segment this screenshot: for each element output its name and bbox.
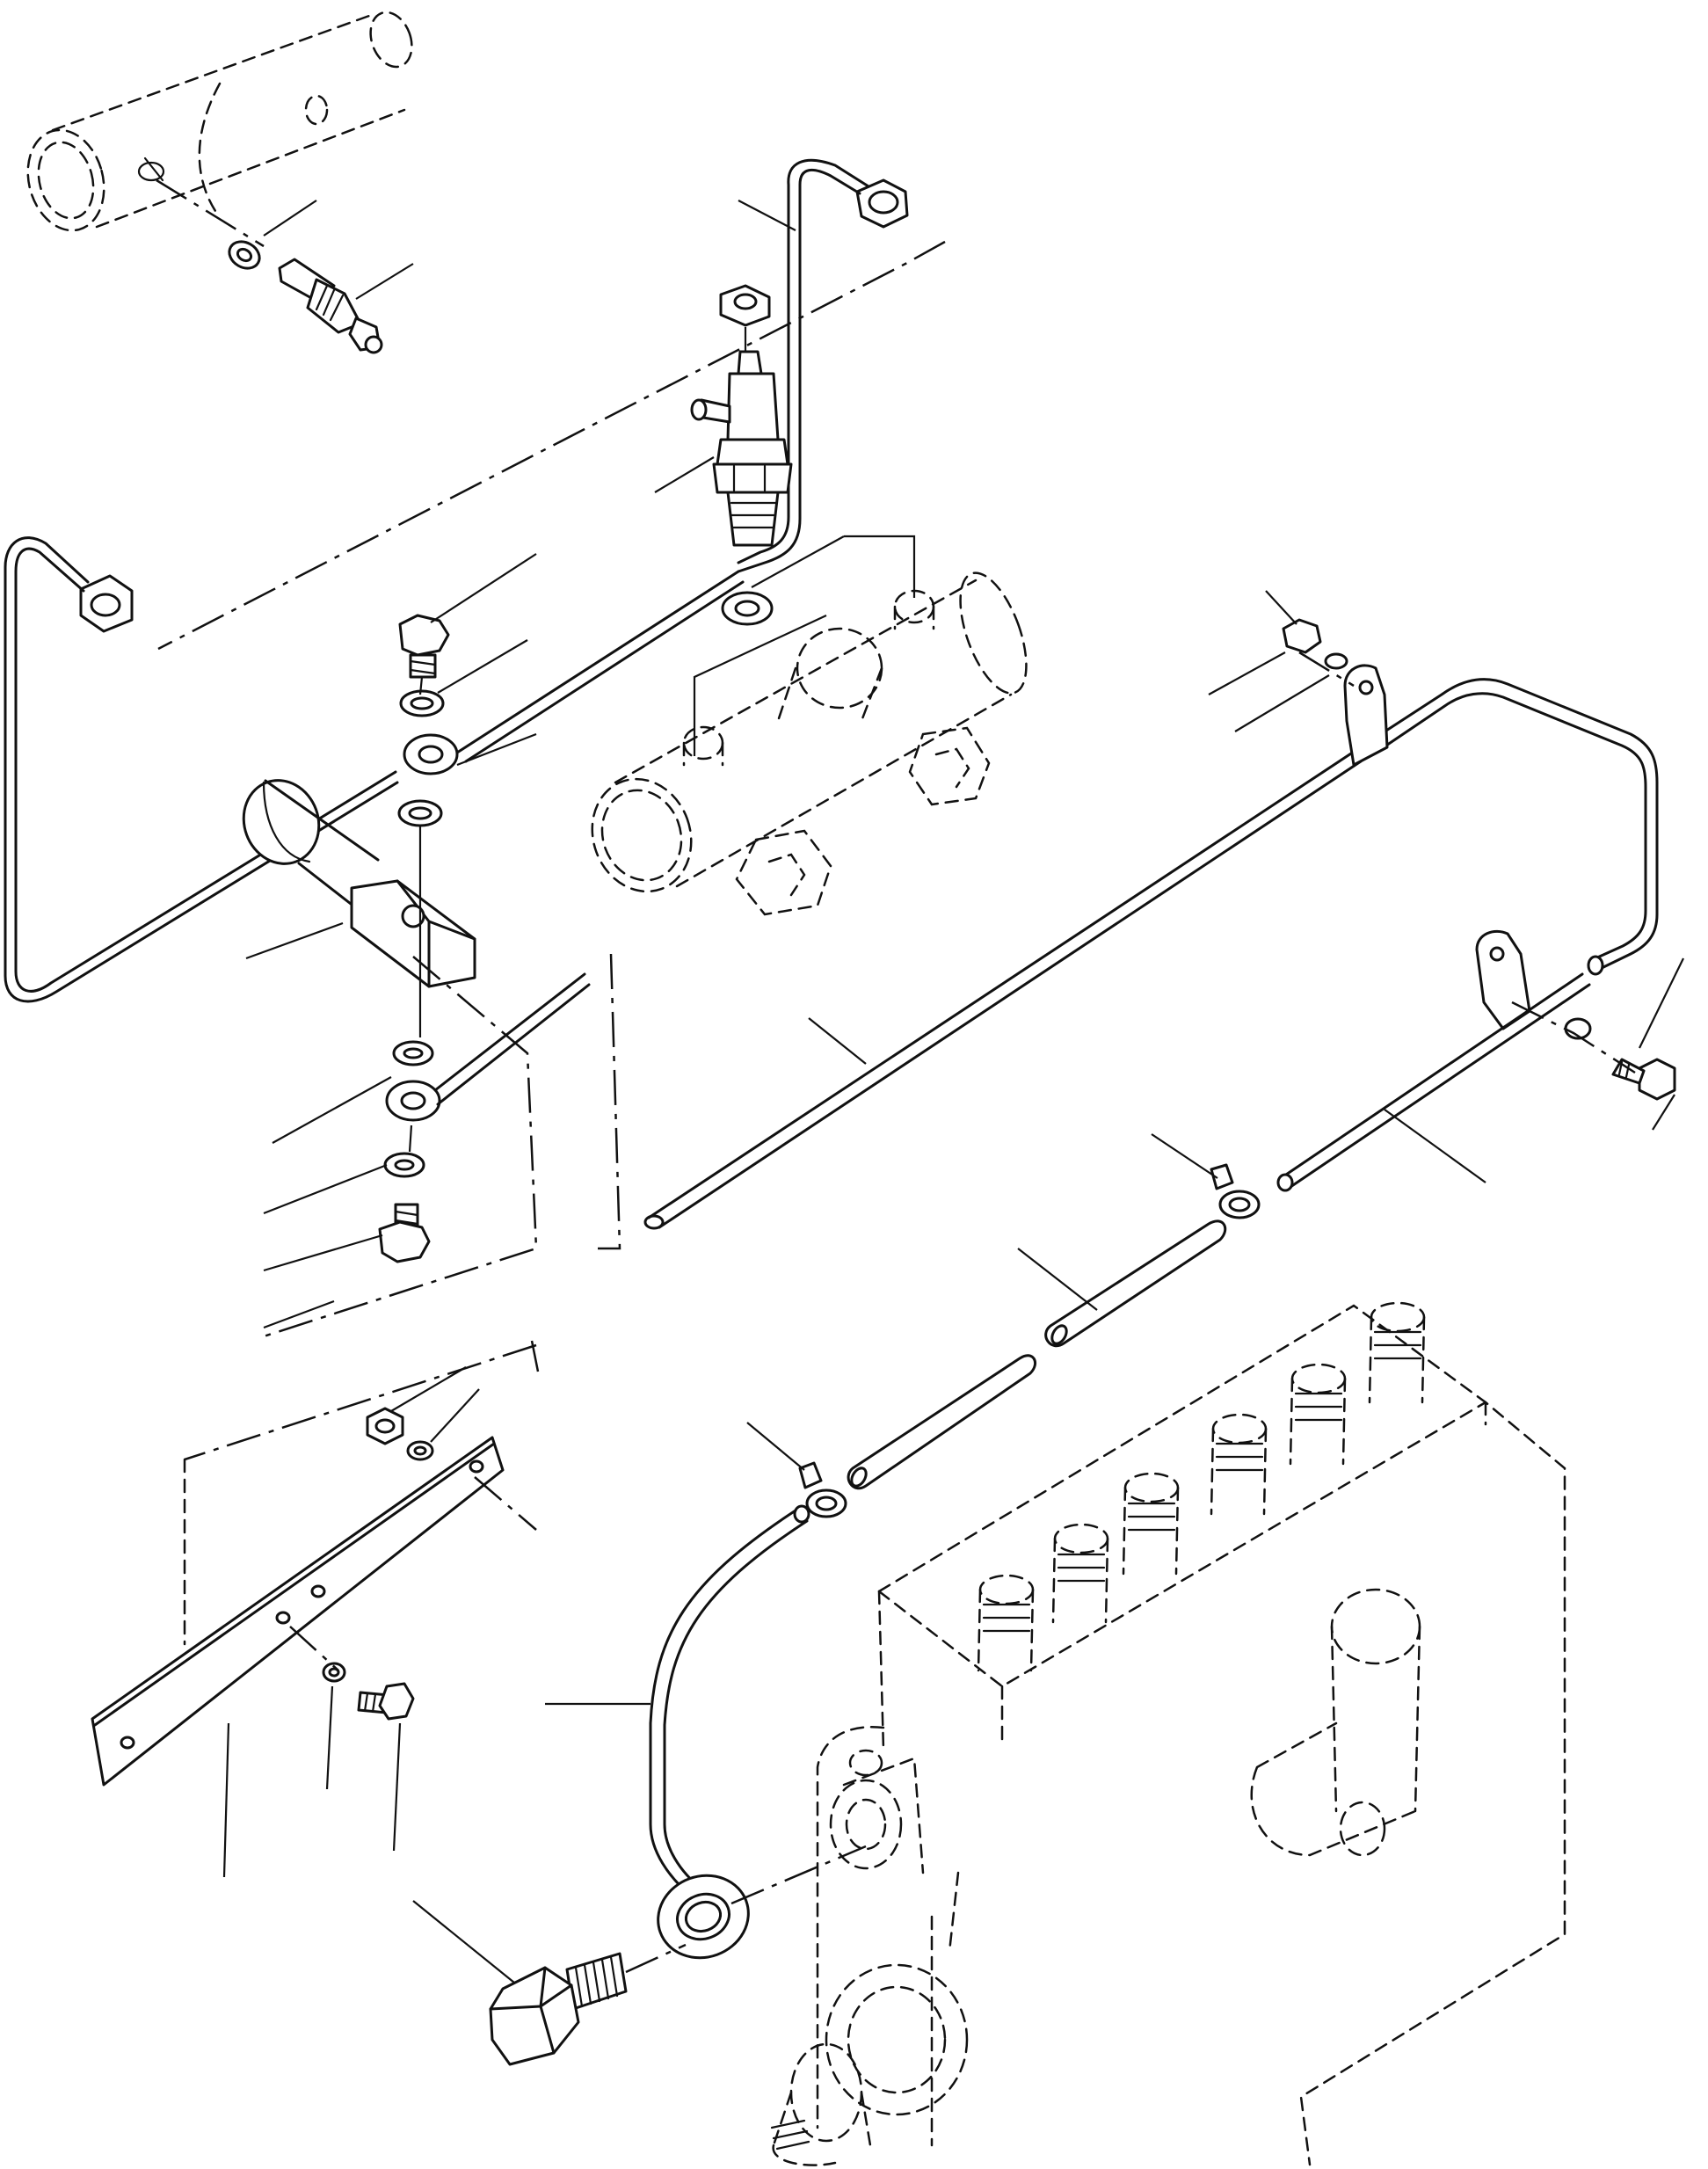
leader-line [325, 1685, 334, 1790]
leader-line [355, 263, 414, 300]
heater-plug-body [242, 614, 591, 1263]
leader-line [738, 200, 796, 231]
leader-line [263, 200, 317, 237]
leader-line [1639, 957, 1684, 1049]
hose-clamp [798, 1163, 1261, 1518]
leader-line [437, 639, 528, 694]
overflow-pipe-long [643, 618, 1659, 1230]
leader-line [746, 1422, 805, 1471]
mounting-bracket-plate [91, 1407, 537, 1787]
leader-line [430, 1388, 480, 1443]
leader-line [1151, 1133, 1218, 1179]
leader-line [245, 921, 344, 960]
return-pipe [1276, 929, 1676, 1192]
leader-line [390, 1366, 467, 1412]
leader-line [272, 1076, 392, 1144]
leader-line [456, 732, 537, 767]
leader-line [1234, 674, 1330, 732]
injector-nozzle [690, 284, 793, 626]
leader-line [430, 553, 537, 623]
leader-line [1384, 1109, 1486, 1183]
leader-line [751, 535, 845, 588]
leader-line [1208, 651, 1286, 695]
intake-manifold [591, 535, 1028, 916]
leader-line [1265, 590, 1297, 625]
bleeder-pipe-upper [4, 158, 909, 1003]
leader-line [263, 1234, 383, 1272]
leader-line [263, 1163, 388, 1215]
leader-line [263, 1299, 335, 1329]
leader-line [412, 1900, 515, 1983]
leader-line [1652, 1094, 1675, 1131]
leader-line [808, 1017, 867, 1065]
leader-line [222, 1722, 230, 1878]
rubber-hose [847, 1219, 1227, 1489]
fuel-injection-pump [770, 1301, 1566, 2166]
leader-line [392, 1722, 402, 1852]
pump-delivery-valves [977, 1301, 1426, 1672]
banjo-bolt [489, 1943, 687, 2066]
leader-line [1017, 1248, 1098, 1311]
banjo-fitting [649, 1504, 867, 1960]
exhaust-manifold-elbow [26, 11, 413, 232]
leader-line [654, 456, 715, 493]
temperature-sender [228, 240, 383, 354]
